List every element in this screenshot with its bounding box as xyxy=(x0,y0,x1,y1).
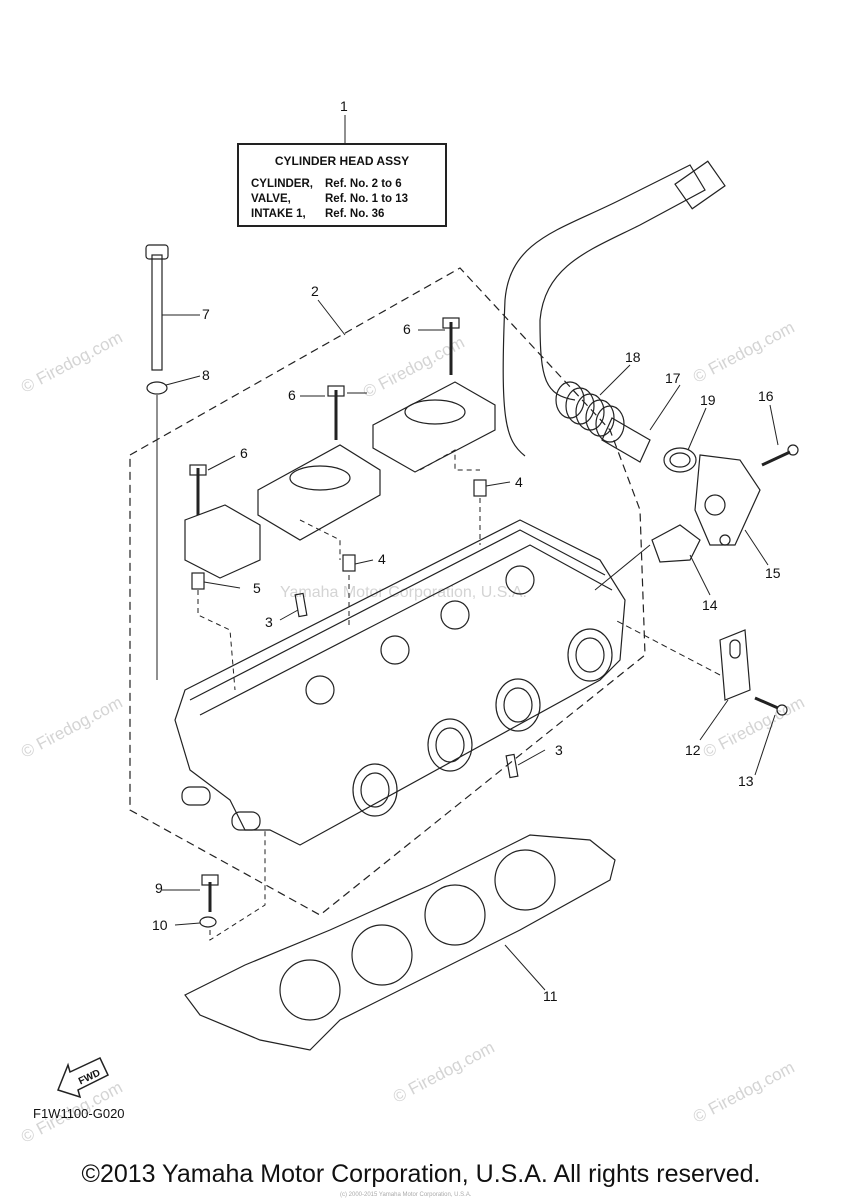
callout-2: 2 xyxy=(311,283,319,299)
dowel-pin-4-middle xyxy=(342,554,356,572)
legend-row-ref: Ref. No. 2 to 6 xyxy=(325,178,402,190)
legend-row-ref: Ref. No. 1 to 13 xyxy=(325,193,409,205)
dowel-pin-5 xyxy=(191,572,205,590)
callout-7: 7 xyxy=(202,306,210,322)
hose-bellows xyxy=(555,381,625,443)
callout-17: 17 xyxy=(665,370,681,386)
head-gasket-bores xyxy=(279,849,556,1021)
callout-13: 13 xyxy=(738,773,754,789)
callout-3-top: 3 xyxy=(265,614,273,630)
legend-row: INTAKE 1, Ref. No. 36 xyxy=(251,208,384,220)
camshaft-cap-front xyxy=(184,504,261,579)
washer-10 xyxy=(199,916,217,928)
callout-15: 15 xyxy=(765,565,781,581)
assembly-dashed-boundary xyxy=(129,267,646,916)
camshaft-cap-middle xyxy=(257,444,381,541)
head-front-fitting xyxy=(181,786,211,806)
callout-9: 9 xyxy=(155,880,163,896)
callout-10: 10 xyxy=(152,917,168,933)
callout-12: 12 xyxy=(685,742,701,758)
tiny-copyright-watermark: (c) 2000-2015 Yamaha Motor Corporation, … xyxy=(340,1192,472,1198)
legend-row-name: INTAKE 1, xyxy=(251,208,306,220)
callout-1: 1 xyxy=(340,98,348,114)
hose-pipe xyxy=(601,417,651,463)
watermark-yamaha: Yamaha Motor Corporation, U.S.A. xyxy=(280,584,527,601)
assembly-legend: CYLINDER HEAD ASSY CYLINDER, Ref. No. 2 … xyxy=(237,143,447,227)
thermostat xyxy=(651,524,701,563)
long-bolt-7 xyxy=(151,254,163,371)
washer-8 xyxy=(146,381,168,395)
cylinder-head-ports xyxy=(352,628,613,817)
legend-title: CYLINDER HEAD ASSY xyxy=(274,154,410,168)
callout-8: 8 xyxy=(202,367,210,383)
callout-4-middle: 4 xyxy=(378,551,386,567)
legend-row-ref: Ref. No. 36 xyxy=(325,208,385,220)
legend-row: VALVE, Ref. No. 1 to 13 xyxy=(251,193,408,205)
legend-row: CYLINDER, Ref. No. 2 to 6 xyxy=(251,178,402,190)
dowel-pin-3-bottom xyxy=(505,753,519,779)
callout-6-rear: 6 xyxy=(403,321,411,337)
callout-19: 19 xyxy=(700,392,716,408)
bracket-12 xyxy=(719,629,751,701)
cylinder-head-valve-bores xyxy=(305,565,535,705)
callout-5: 5 xyxy=(253,580,261,596)
callout-4-rear: 4 xyxy=(515,474,523,490)
head-gasket xyxy=(184,834,616,1051)
water-hose-outline xyxy=(502,164,706,457)
cylinder-head-body xyxy=(174,519,626,846)
callout-6-front: 6 xyxy=(240,445,248,461)
callout-16: 16 xyxy=(758,388,774,404)
callout-18: 18 xyxy=(625,349,641,365)
dowel-pin-3-top xyxy=(294,592,308,618)
thermostat-housing xyxy=(694,454,761,546)
hose-end-fitting xyxy=(674,160,726,210)
bolt-16 xyxy=(761,450,791,467)
callout-11: 11 xyxy=(543,988,558,1004)
callout-14: 14 xyxy=(702,597,718,613)
legend-row-name: VALVE, xyxy=(251,193,291,205)
diagram-code: F1W1100-G020 xyxy=(33,1106,125,1121)
callout-3-bottom: 3 xyxy=(555,742,563,758)
bolt-13 xyxy=(754,696,779,710)
callout-leaders xyxy=(156,115,779,991)
dowel-pin-4-rear xyxy=(473,479,487,497)
copyright-notice: ©2013 Yamaha Motor Corporation, U.S.A. A… xyxy=(81,1160,761,1188)
callout-6-middle: 6 xyxy=(288,387,296,403)
fwd-arrow xyxy=(57,1057,109,1099)
camshaft-cap-rear xyxy=(372,381,496,473)
legend-row-name: CYLINDER, xyxy=(251,178,313,190)
hose-clamp xyxy=(663,447,697,473)
alignment-dashed-lines xyxy=(197,449,481,941)
